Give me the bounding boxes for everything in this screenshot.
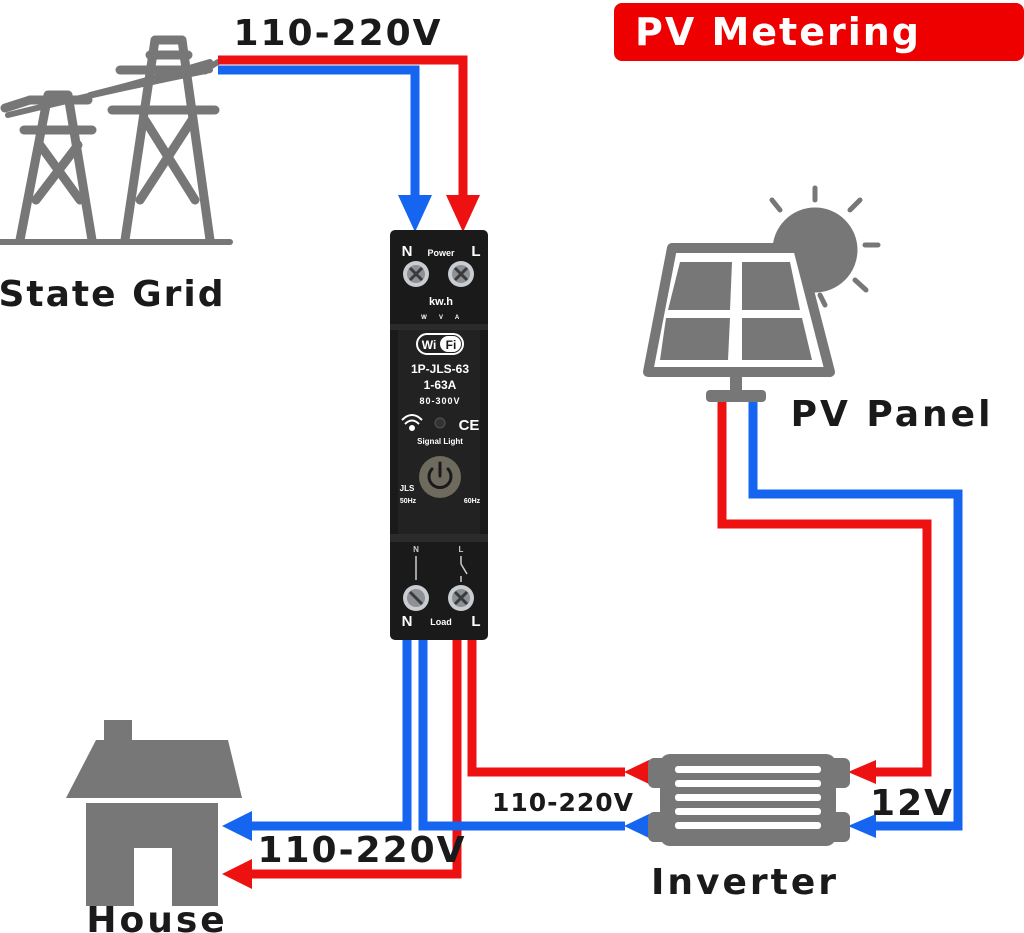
solar-panel-icon [643,243,835,402]
meter-signal-label: Signal Light [417,437,463,446]
house-label: House [86,900,227,933]
arrow-heads [222,195,876,889]
inverter-ac-voltage-label: 110-220V [492,788,634,817]
meter-top-l: L [471,243,480,260]
title-badge: PV Metering [614,3,1024,61]
dc-voltage-label: 12V [870,783,954,824]
power-button-icon[interactable] [419,456,461,498]
meter-power-label: Power [427,248,455,258]
meter-switch-schematic [415,556,468,582]
meter-kwh-label: kw.h [429,296,453,308]
inverter-ac-neutral-wire [418,640,625,831]
meter-brand: JLS [400,484,415,493]
state-grid-label: State Grid [0,274,226,315]
meter-w-label: W [421,315,427,321]
wires [218,55,963,879]
house-live-wire [245,640,462,879]
signal-light-indicator [434,417,446,429]
pv-neutral-wire [748,400,963,831]
meter-current: 1-63A [424,378,457,392]
house-voltage-label: 110-220V [257,830,466,871]
grid-live-wire [218,55,468,212]
meter-bottom-n-small: N [413,545,419,554]
ce-mark: CE [459,417,480,434]
house-icon [66,720,242,906]
pv-panel-label: PV Panel [791,394,994,435]
meter-bottom-screw-n[interactable] [403,585,429,611]
pv-live-wire [717,400,932,777]
page-title: PV Metering [635,10,921,54]
meter-range: 80-300V [419,396,460,406]
meter-v-label: V [439,315,443,321]
house-neutral-wire [245,640,412,831]
meter-50hz: 50Hz [400,498,417,505]
inverter-icon [648,754,850,846]
meter-bottom-n: N [402,613,413,630]
grid-neutral-wire [218,65,420,212]
energy-meter: N Power L kw.h W V A Wi Fi 1P-JLS-63 1-6… [390,230,488,640]
meter-bottom-screw-l[interactable] [448,585,474,611]
meter-load-label: Load [430,617,452,627]
inverter-label: Inverter [651,862,839,903]
meter-bottom-l-small: L [459,545,464,554]
wifi-badge: Wi Fi [416,333,464,355]
grid-voltage-label: 110-220V [233,13,442,54]
inverter-ac-live-wire [467,640,625,777]
wifi-badge-text-a: Wi [422,338,437,352]
meter-60hz: 60Hz [464,498,481,505]
meter-a-label: A [455,315,460,321]
wifi-icon [401,414,423,431]
meter-top-screw-n[interactable] [403,261,429,287]
power-tower-icon [0,35,233,245]
wifi-badge-text-b: Fi [446,338,457,352]
meter-model: 1P-JLS-63 [411,362,469,376]
meter-bottom-l: L [471,613,480,630]
meter-top-screw-l[interactable] [448,261,474,287]
meter-top-n: N [402,243,413,260]
